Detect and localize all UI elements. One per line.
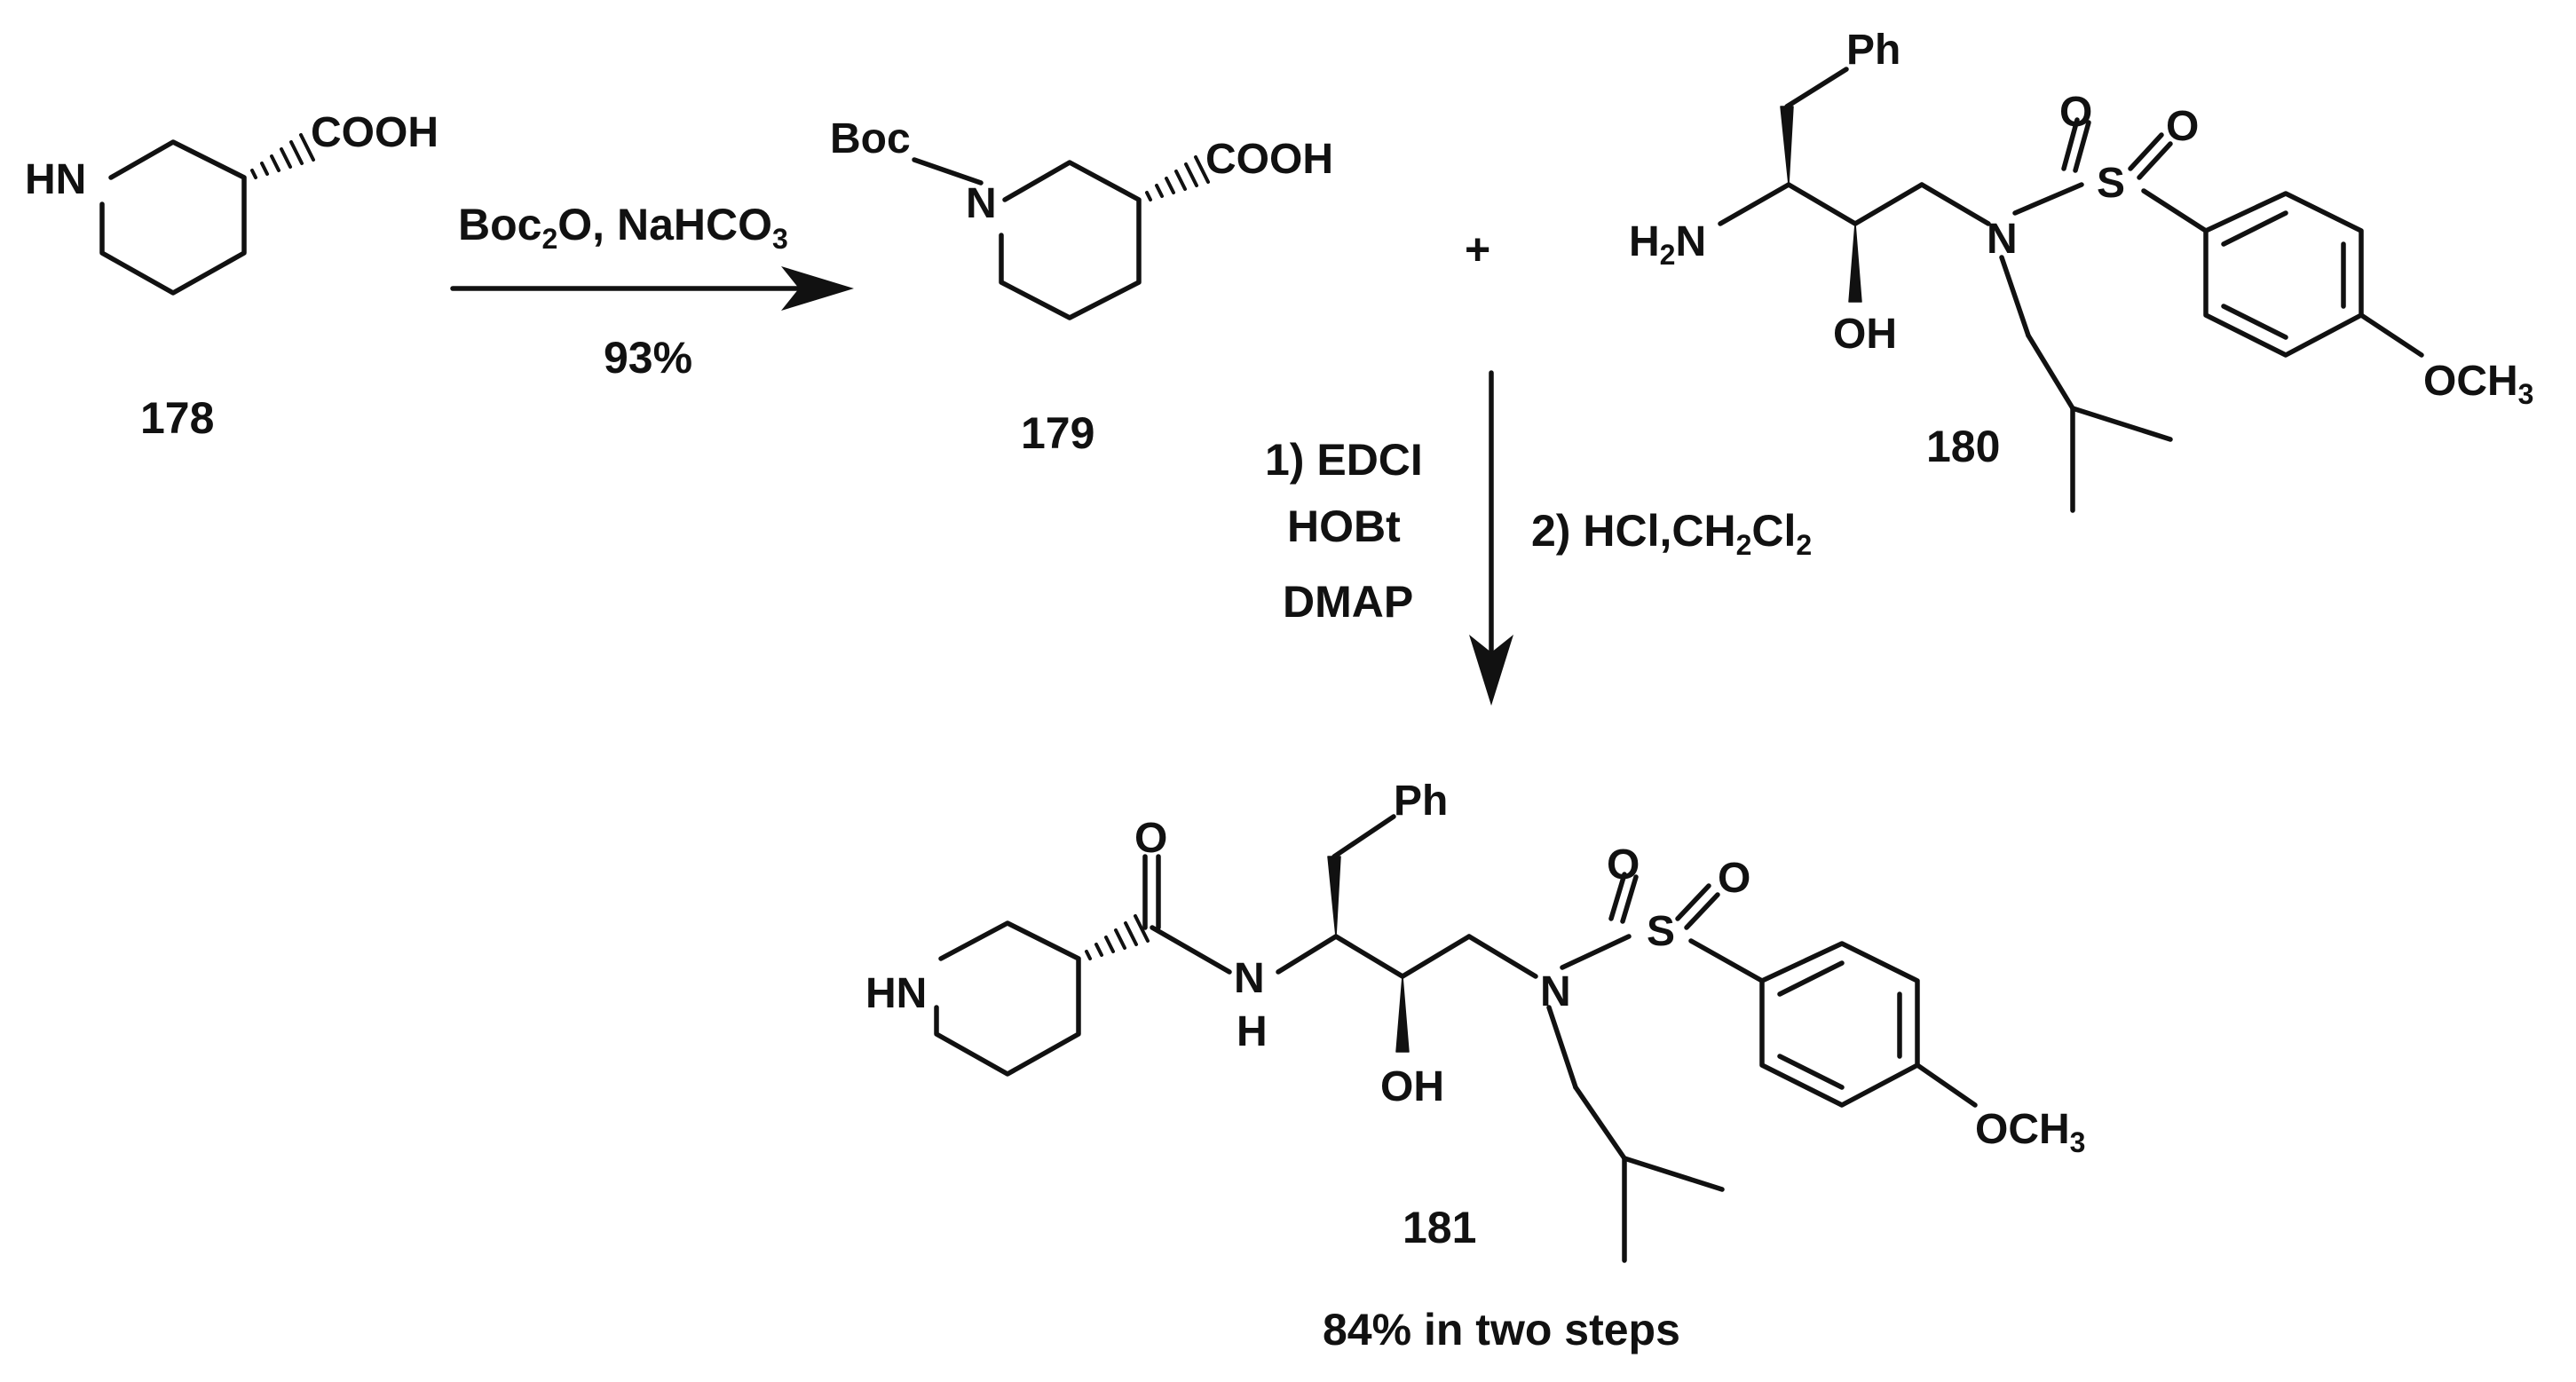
cooh-group: COOH [311,109,439,156]
compound-label-179: 179 [1021,408,1094,458]
reagents-step1: Boc2O, NaHCO3 [458,200,788,255]
reagent-edci: 1) EDCI [1265,435,1423,485]
och3-group: OCH3 [2423,358,2533,410]
final-yield: 84% in two steps [1323,1305,1680,1354]
hashed-bond [1145,155,1210,201]
oxygen-atom: O [1134,815,1167,862]
wedge-bond [1327,856,1341,937]
och3-group: OCH3 [1975,1106,2085,1158]
reagent-hcl: 2) HCl,CH2Cl2 [1531,506,1812,561]
compound-179-structure: Boc N COOH [830,115,1333,320]
yield-step1: 93% [604,333,692,383]
oxygen-atom: O [1607,841,1640,888]
h-atom: H [1237,1008,1268,1055]
wedge-bond [1780,106,1794,186]
compound-178-structure: HN COOH [25,109,439,296]
compound-180-structure: Ph H2N OH N S O O OCH3 [1629,27,2533,513]
cooh-group: COOH [1205,136,1333,183]
h2n-group: H2N [1629,218,1706,271]
n-atom: N [1987,216,2018,263]
ph-group: Ph [1846,27,1900,74]
n-atom: N [1234,955,1265,1002]
compound-181-structure: HN O N H Ph OH N S O O OCH3 [865,778,2085,1263]
hashed-bond [250,133,315,179]
compound-label-180: 180 [1926,422,2000,471]
ph-group: Ph [1394,778,1448,825]
oxygen-atom: O [2166,103,2199,150]
hn-atom: HN [865,970,927,1017]
n-atom: N [1540,968,1571,1015]
reaction-arrow-2 [1469,370,1513,706]
oxygen-atom: O [1718,855,1750,902]
hn-atom: HN [25,156,86,203]
wedge-bond [1848,223,1862,303]
reagent-hobt: HOBt [1287,501,1401,551]
sulfur-atom: S [2097,160,2125,207]
oh-group: OH [1380,1063,1444,1110]
wedge-bond [1395,975,1410,1053]
plus-sign: + [1465,225,1490,274]
n-atom: N [966,180,997,227]
compound-label-178: 178 [140,393,214,443]
sulfur-atom: S [1647,908,1675,955]
oxygen-atom: O [2059,89,2092,136]
reaction-arrow-1 [450,266,854,311]
reagent-dmap: DMAP [1283,577,1413,627]
compound-label-181: 181 [1403,1203,1476,1252]
oh-group: OH [1833,311,1897,358]
hashed-bond [1085,914,1150,960]
boc-group: Boc [830,115,911,162]
